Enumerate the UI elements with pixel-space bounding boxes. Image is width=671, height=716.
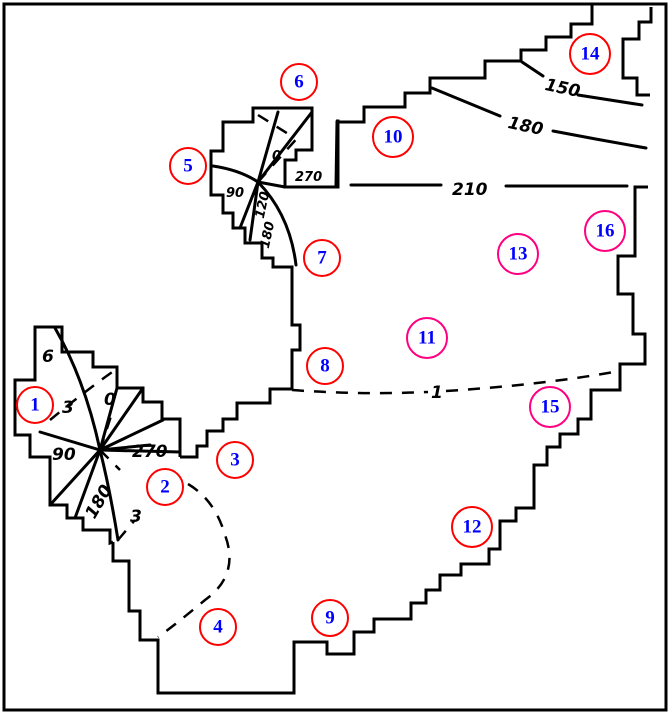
- large-star-label-90: 90: [52, 445, 76, 465]
- contour-label-150: 150: [543, 75, 582, 102]
- marker-label: 14: [581, 44, 601, 65]
- small-star-label-120: 120: [253, 190, 273, 220]
- marker-label: 8: [320, 356, 330, 377]
- region-marker-7: 7: [303, 239, 341, 277]
- marker-label: 11: [418, 328, 436, 349]
- large-star-boundary: [13, 325, 182, 546]
- contour-label-1: 1: [431, 383, 443, 403]
- marker-label: 10: [384, 127, 403, 148]
- marker-circle: [216, 441, 254, 479]
- large-star-label-3a: 3: [62, 398, 74, 418]
- marker-circle: [529, 386, 571, 428]
- marker-circle: [169, 147, 207, 185]
- region-marker-14: 14: [569, 33, 611, 75]
- contour-1-dashed: [291, 370, 615, 395]
- region-marker-15: 15: [529, 386, 571, 428]
- marker-circle: [584, 210, 626, 252]
- small-star-label-270: 270: [295, 170, 322, 185]
- marker-circle: [303, 239, 341, 277]
- marker-circle: [372, 116, 414, 158]
- marker-label: 3: [230, 450, 240, 471]
- large-star-label-3b: 3: [130, 507, 142, 527]
- region-marker-13: 13: [497, 233, 539, 275]
- marker-label: 16: [596, 221, 615, 242]
- marker-circle: [16, 386, 54, 424]
- contour-label-210: 210: [452, 180, 488, 200]
- marker-label: 7: [317, 248, 327, 269]
- region-marker-12: 12: [451, 506, 493, 548]
- large-star-contours: [38, 326, 182, 542]
- large-star-label-270: 270: [132, 442, 168, 462]
- region-marker-4: 4: [199, 608, 237, 646]
- region-marker-11: 11: [406, 317, 448, 359]
- marker-label: 2: [160, 477, 170, 498]
- marker-label: 6: [294, 72, 304, 93]
- marker-circle: [146, 468, 184, 506]
- contour-150: [520, 60, 644, 107]
- small-star-label-180: 180: [258, 220, 278, 250]
- marker-circle: [199, 608, 237, 646]
- contour-210: [349, 183, 629, 188]
- dashed-boundary-region-4: [157, 482, 231, 639]
- marker-label: 9: [325, 608, 335, 629]
- marker-label: 5: [183, 156, 193, 177]
- marker-label: 4: [213, 617, 223, 638]
- region-marker-10: 10: [372, 116, 414, 158]
- marker-label: 15: [541, 397, 560, 418]
- east-boundary: [111, 185, 648, 695]
- region-marker-16: 16: [584, 210, 626, 252]
- marker-circle: [497, 233, 539, 275]
- small-star-contours: [211, 110, 314, 267]
- large-star-label-0: 0: [104, 390, 116, 410]
- region-marker-2: 2: [146, 468, 184, 506]
- marker-circle: [569, 33, 611, 75]
- marker-circle: [406, 317, 448, 359]
- marker-circle: [280, 63, 318, 101]
- marker-label: 12: [463, 517, 482, 538]
- large-star-label-6: 6: [42, 347, 54, 367]
- region-marker-5: 5: [169, 147, 207, 185]
- main-boundary: [334, 5, 594, 187]
- marker-label: 13: [509, 244, 528, 265]
- marker-circle: [451, 506, 493, 548]
- region-14-boundary: [621, 7, 653, 97]
- region-marker-6: 6: [280, 63, 318, 101]
- region-marker-1: 1: [16, 386, 54, 424]
- region-marker-9: 9: [311, 599, 349, 637]
- contour-label-180: 180: [506, 113, 545, 140]
- contour-180: [430, 86, 648, 150]
- marker-label: 1: [30, 395, 40, 416]
- small-star-label-90: 90: [226, 186, 244, 201]
- marker-circle: [311, 599, 349, 637]
- marker-circle: [306, 347, 344, 385]
- west-boundary: [180, 106, 340, 459]
- region-marker-8: 8: [306, 347, 344, 385]
- small-star-label-0: 0: [272, 149, 281, 164]
- region-marker-3: 3: [216, 441, 254, 479]
